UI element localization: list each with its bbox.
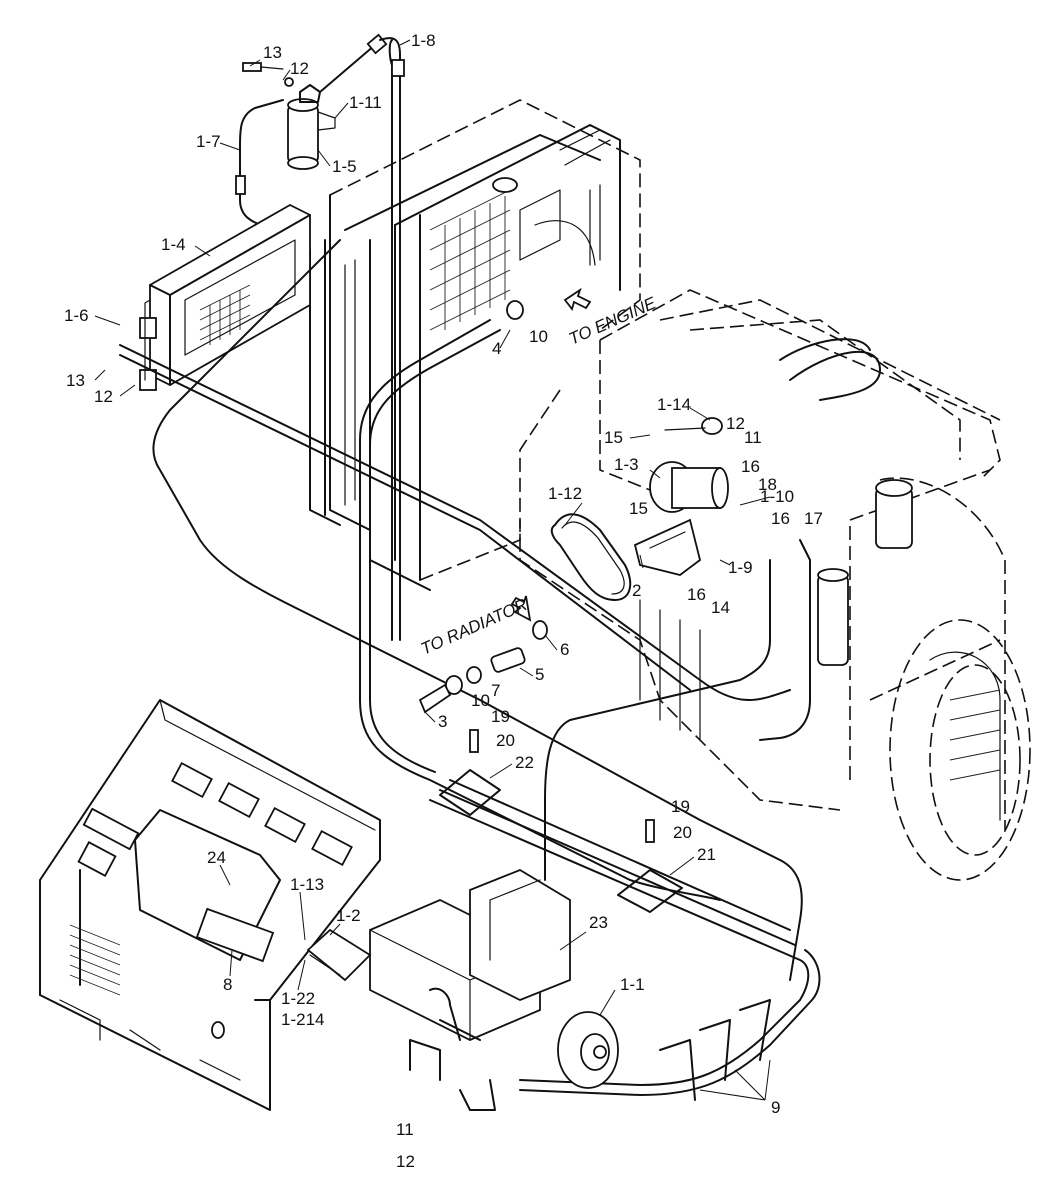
callout-label: 12 <box>94 387 113 406</box>
callout-label: 1-22 <box>281 989 315 1008</box>
callout-label: 24 <box>207 848 226 867</box>
band-clamps <box>659 999 771 1101</box>
callout-label: 1-13 <box>290 875 324 894</box>
callout-label: 17 <box>804 509 823 528</box>
callout-label: 19 <box>671 797 690 816</box>
callout-label: 22 <box>515 753 534 772</box>
callout-label: 10 <box>529 327 548 346</box>
callout-label: 2 <box>632 581 641 600</box>
callout-label: 1-10 <box>760 487 794 506</box>
callout-label: 1-6 <box>64 306 89 325</box>
callout-label: 21 <box>697 845 716 864</box>
callout-label: 23 <box>589 913 608 932</box>
callout-label: 12 <box>290 59 309 78</box>
callout-labels: 13 12 1-8 1-11 1-7 1-5 1-4 1-6 13 12 10 … <box>64 31 823 1171</box>
callout-label: 1-2 <box>336 906 361 925</box>
engine-assembly <box>519 289 1031 881</box>
callout-label: 12 <box>396 1152 415 1171</box>
hoses-top <box>235 33 405 641</box>
drive-belt <box>550 513 632 601</box>
callout-label: 1-8 <box>411 31 436 50</box>
callout-label: 5 <box>535 665 544 684</box>
callout-label: 1-4 <box>161 235 186 254</box>
callout-label: 1-12 <box>548 484 582 503</box>
callout-label: 4 <box>492 339 501 358</box>
callout-label: 1-14 <box>657 395 691 414</box>
callout-label: 10 <box>471 691 490 710</box>
compressor-on-engine <box>633 417 729 576</box>
callout-label: 20 <box>673 823 692 842</box>
callout-label: 16 <box>687 585 706 604</box>
callout-label: 1-5 <box>332 157 357 176</box>
callout-label: 18 <box>758 475 777 494</box>
fittings-center <box>418 300 548 714</box>
callout-label: 16 <box>741 457 760 476</box>
flow-arrows <box>510 287 592 622</box>
callout-label: 6 <box>560 640 569 659</box>
pipe-clamps <box>439 729 683 913</box>
callout-label: 20 <box>496 731 515 750</box>
cab-floor-panel <box>39 699 381 1111</box>
callout-label: 13 <box>263 43 282 62</box>
callout-label: 1-214 <box>281 1010 324 1029</box>
callout-label: 1-9 <box>728 558 753 577</box>
condenser <box>139 203 311 391</box>
callout-label: 11 <box>396 1120 414 1139</box>
callout-label: 16 <box>771 509 790 528</box>
callout-label: 8 <box>223 975 232 994</box>
callout-label: 13 <box>66 371 85 390</box>
callout-label: 12 <box>726 414 745 433</box>
callout-label: 15 <box>604 428 623 447</box>
heater-valve-cable <box>306 928 372 982</box>
callout-label: 15 <box>629 499 648 518</box>
callout-label: 3 <box>438 712 447 731</box>
callout-label: 14 <box>711 598 730 617</box>
callout-label: 1-3 <box>614 455 639 474</box>
callout-label: 7 <box>491 681 500 700</box>
callout-label: 11 <box>744 428 762 447</box>
callout-label: 19 <box>491 707 510 726</box>
callout-label: 9 <box>771 1098 780 1117</box>
callout-label: 1-7 <box>196 132 221 151</box>
receiver-drier <box>242 62 336 170</box>
leader-lines <box>94 39 771 1101</box>
heater-unit <box>369 868 619 1111</box>
callout-label: 1-11 <box>349 93 382 112</box>
callout-label: 1-1 <box>620 975 645 994</box>
